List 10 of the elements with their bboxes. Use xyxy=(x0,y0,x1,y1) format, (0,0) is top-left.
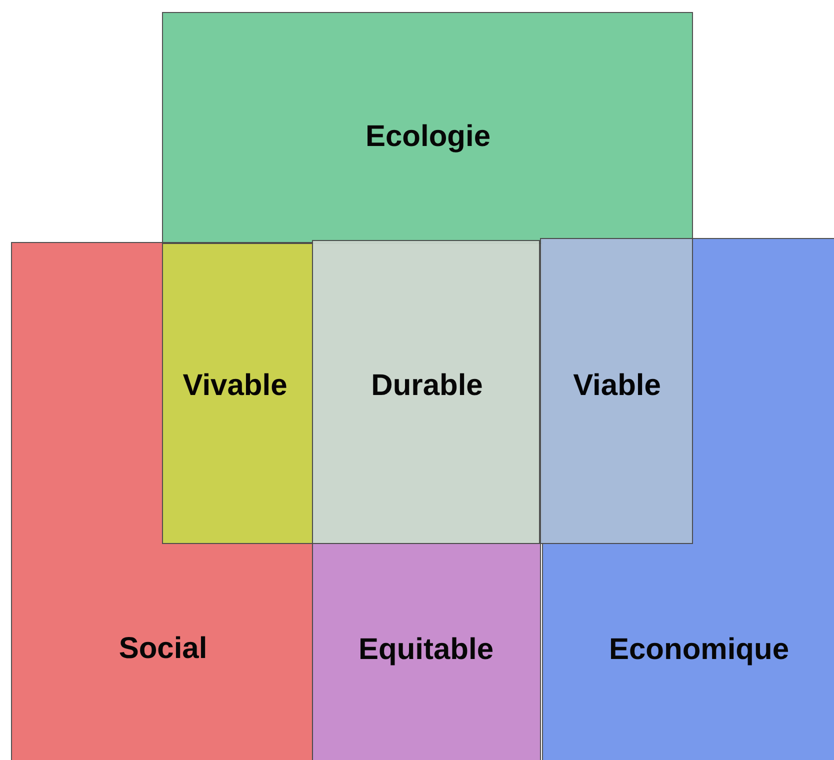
region-label: Social xyxy=(118,632,208,666)
region-label: Economique xyxy=(609,633,789,667)
region-label: Vivable xyxy=(182,369,288,403)
region-label: Durable xyxy=(371,369,483,403)
region-label: Equitable xyxy=(358,633,494,667)
region-label: Ecologie xyxy=(365,120,491,154)
region-box xyxy=(312,543,541,760)
region-box xyxy=(312,240,540,544)
region-box xyxy=(162,12,693,244)
region-label: Viable xyxy=(573,369,661,403)
